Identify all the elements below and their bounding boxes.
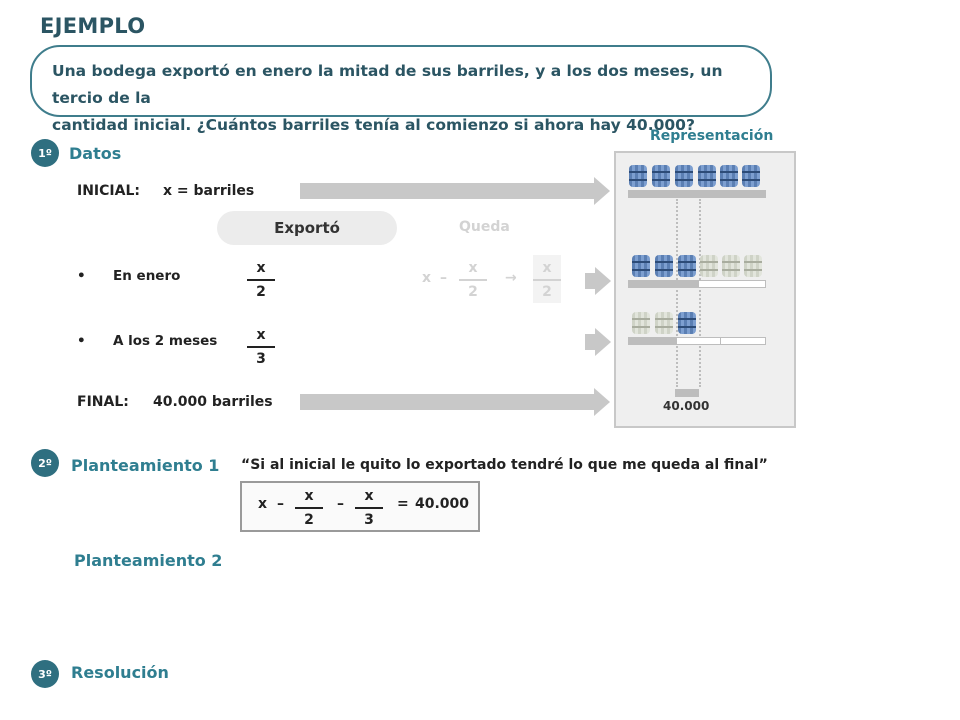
queda-arrow: → [505, 270, 517, 286]
fraction-2m: x 3 [247, 327, 275, 367]
step-3-title: Resolución [71, 663, 169, 682]
2m-arrow-head [595, 328, 611, 356]
eq-fraction-1: x 2 [295, 488, 323, 528]
eq-fraction-2-num: x [364, 488, 374, 504]
jan-arrow-head [595, 267, 611, 295]
row-2m-label: A los 2 meses [113, 333, 218, 349]
barrel-icon [629, 165, 647, 187]
bullet-2m: • [77, 333, 86, 349]
fraction-jan-den: 2 [256, 284, 266, 300]
barrel-icon [678, 255, 696, 277]
initial-value: x = barriles [163, 183, 255, 199]
eq-minus-2: – [337, 496, 344, 512]
shelf-third-filled [628, 337, 676, 345]
problem-statement: Una bodega exportó en enero la mitad de … [30, 45, 772, 134]
queda-fraction-den: 2 [468, 284, 478, 300]
barrel-icon [632, 255, 650, 277]
exported-header: Exportó [217, 211, 397, 245]
eq-fraction-2-den: 3 [364, 512, 374, 528]
equation-box: x – x 2 – x 3 = 40.000 [240, 481, 480, 532]
shelf-half-filled [628, 280, 698, 288]
final-value: 40.000 barriles [153, 394, 273, 410]
representation-panel: 40.000 [614, 151, 796, 428]
shelf-final [675, 389, 699, 397]
planteamiento-quote: “Si al inicial le quito lo exportado ten… [241, 457, 768, 473]
final-arrow-bar [300, 394, 594, 410]
barrel-icon [632, 312, 650, 334]
eq-fraction-2: x 3 [355, 488, 383, 528]
planteamiento-2-title: Planteamiento 2 [74, 551, 223, 570]
fraction-2m-den: 3 [256, 351, 266, 367]
shelf-half-empty [698, 280, 766, 288]
guide-line [676, 199, 678, 387]
initial-arrow-head [594, 177, 610, 205]
remaining-header: Queda [459, 219, 510, 235]
eq-x: x [258, 496, 268, 512]
eq-equals: = [397, 496, 409, 512]
queda-fraction: x 2 [459, 260, 487, 300]
jan-arrow-bar [585, 273, 595, 289]
queda-result-num: x [542, 260, 552, 276]
representation-final-value: 40.000 [663, 399, 710, 413]
step-1-badge: 1º [31, 139, 59, 167]
eq-minus-1: – [277, 496, 284, 512]
guide-line [699, 199, 701, 387]
barrel-icon [655, 312, 673, 334]
queda-minus: – [440, 270, 447, 286]
fraction-jan: x 2 [247, 260, 275, 300]
2m-arrow-bar [585, 334, 595, 350]
representation-title: Representación [650, 128, 774, 144]
eq-fraction-1-num: x [304, 488, 314, 504]
barrel-icon [652, 165, 670, 187]
fraction-2m-num: x [256, 327, 266, 343]
queda-x: x [422, 270, 432, 286]
barrel-icon [720, 165, 738, 187]
barrel-icon [655, 255, 673, 277]
bullet-jan: • [77, 268, 86, 284]
step-3-badge: 3º [31, 660, 59, 688]
eq-fraction-1-den: 2 [304, 512, 314, 528]
barrel-icon [675, 165, 693, 187]
queda-result-fraction: x 2 [533, 260, 561, 300]
eq-result: 40.000 [415, 496, 470, 512]
initial-label: INICIAL: [77, 183, 140, 199]
problem-line-2: cantidad inicial. ¿Cuántos barriles tení… [52, 116, 695, 134]
barrel-icon [678, 312, 696, 334]
barrel-icon [700, 255, 718, 277]
problem-line-1: Una bodega exportó en enero la mitad de … [52, 62, 723, 107]
row-jan-label: En enero [113, 268, 181, 284]
step-2-badge: 2º [31, 449, 59, 477]
queda-result-den: 2 [542, 284, 552, 300]
step-2-title: Planteamiento 1 [71, 456, 220, 475]
queda-fraction-num: x [468, 260, 478, 276]
barrel-icon [698, 165, 716, 187]
fraction-jan-num: x [256, 260, 266, 276]
barrel-icon [722, 255, 740, 277]
barrel-icon [742, 165, 760, 187]
step-1-title: Datos [69, 144, 122, 163]
barrel-icon [744, 255, 762, 277]
final-arrow-head [594, 388, 610, 416]
page-title: EJEMPLO [40, 14, 146, 38]
initial-arrow-bar [300, 183, 594, 199]
final-label: FINAL: [77, 394, 129, 410]
shelf-full [628, 190, 766, 198]
shelf-third-empty [720, 337, 766, 345]
shelf-third-empty [676, 337, 722, 345]
